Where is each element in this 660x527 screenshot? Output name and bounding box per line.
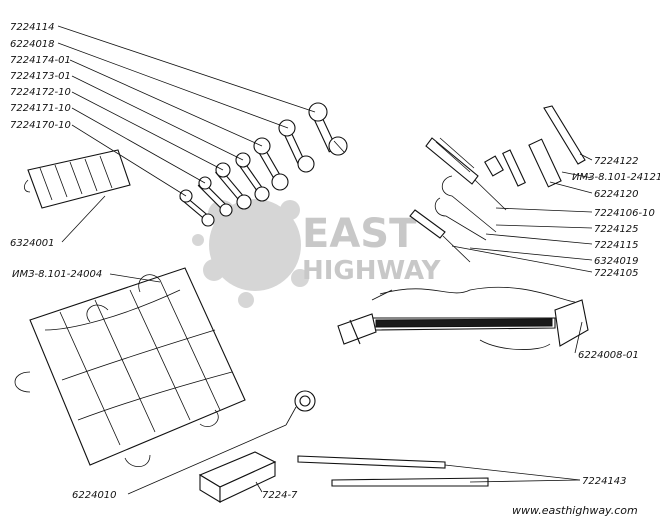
wrench-7224173-01 <box>235 152 270 202</box>
label-7224105: 7224105 <box>594 268 639 279</box>
box-7224-7 <box>198 451 277 503</box>
watermark-line1: EAST <box>302 211 417 257</box>
tool-bag-large <box>14 267 246 468</box>
label-6324019: 6324019 <box>594 256 639 267</box>
label-7224143: 7224143 <box>582 476 627 487</box>
hook-spanner-7224125 <box>434 175 497 241</box>
label-imz-24004: ИМЗ-8.101-24004 <box>12 269 102 280</box>
rod-7224122 <box>543 105 586 165</box>
wrench-7224171-10 <box>197 176 233 217</box>
label-7224171-10: 7224171-10 <box>10 103 71 114</box>
label-7224170-10: 7224170-10 <box>10 120 71 131</box>
label-7224174-01: 7224174-01 <box>10 55 71 66</box>
label-7224125: 7224125 <box>594 224 639 235</box>
tyre-pump <box>337 286 589 350</box>
watermark-url: www.easthighway.com <box>512 504 638 517</box>
label-6224008-01: 6224008-01 <box>578 350 639 361</box>
tyre-levers <box>297 455 489 487</box>
label-7224173-01: 7224173-01 <box>10 71 71 82</box>
label-6224120: 6224120 <box>594 189 639 200</box>
socket-6224120 <box>484 138 562 188</box>
leader-lines <box>57 25 593 495</box>
label-7224172-10: 7224172-10 <box>10 87 71 98</box>
wrench-7224174-01 <box>253 137 289 191</box>
screwdriver-large <box>425 137 507 211</box>
wrench-7224114 <box>308 102 348 156</box>
label-7224115: 7224115 <box>594 240 639 251</box>
label-6224010: 6224010 <box>72 490 117 501</box>
wrench-6224018 <box>278 119 315 173</box>
tool-roll-small <box>24 149 131 209</box>
label-7224122: 7224122 <box>594 156 639 167</box>
wrench-7224172-10 <box>215 162 252 210</box>
label-7224114: 7224114 <box>10 22 55 33</box>
watermark-splash <box>192 199 309 308</box>
label-7224-7: 7224-7 <box>262 490 298 501</box>
label-6324001: 6324001 <box>10 238 55 249</box>
label-7224106-10: 7224106-10 <box>594 208 655 219</box>
label-imz-24121: ИМЗ-8.101-24121 <box>572 172 660 183</box>
tyre-gauge <box>285 390 316 426</box>
watermark-line2: HIGHWAY <box>302 256 442 286</box>
label-6224018: 6224018 <box>10 39 55 50</box>
screwdriver-6324019 <box>409 209 471 263</box>
watermark-logo: EAST HIGHWAY <box>192 199 442 308</box>
